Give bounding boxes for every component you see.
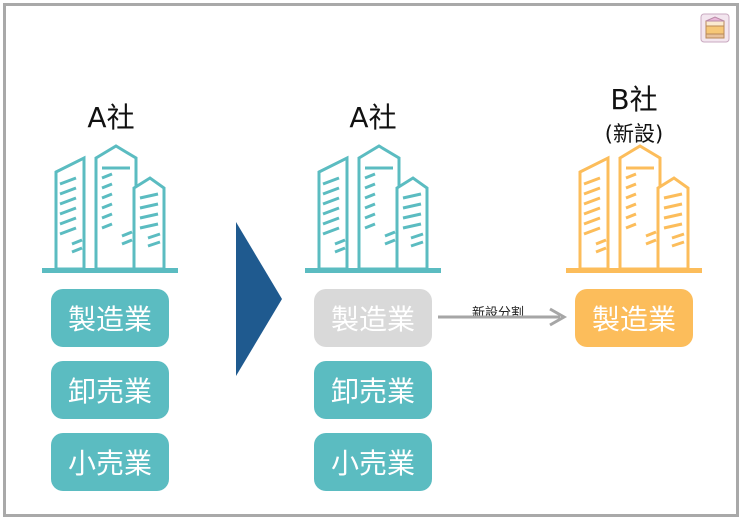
left-box-manufacturing: 製造業 xyxy=(51,289,169,347)
right-a-box-retail: 小売業 xyxy=(314,433,432,491)
new-company-title: B社 xyxy=(610,83,658,116)
left-box-retail: 小売業 xyxy=(51,433,169,491)
new-company-subtitle: (新設) xyxy=(604,122,664,146)
left-box-wholesale: 卸売業 xyxy=(51,361,169,419)
building-icon xyxy=(305,144,441,273)
new-company-box-manufacturing: 製造業 xyxy=(575,289,693,347)
split-arrow-icon xyxy=(438,307,568,327)
left-company-title: A社 xyxy=(87,101,135,134)
right-a-box-wholesale: 卸売業 xyxy=(314,361,432,419)
right-company-a-title: A社 xyxy=(349,101,397,134)
document-stack-icon xyxy=(700,13,730,43)
building-icon xyxy=(566,144,702,273)
building-icon xyxy=(42,144,178,273)
right-a-box-manufacturing: 製造業 xyxy=(314,289,432,347)
triangle-arrow-icon xyxy=(236,222,282,376)
